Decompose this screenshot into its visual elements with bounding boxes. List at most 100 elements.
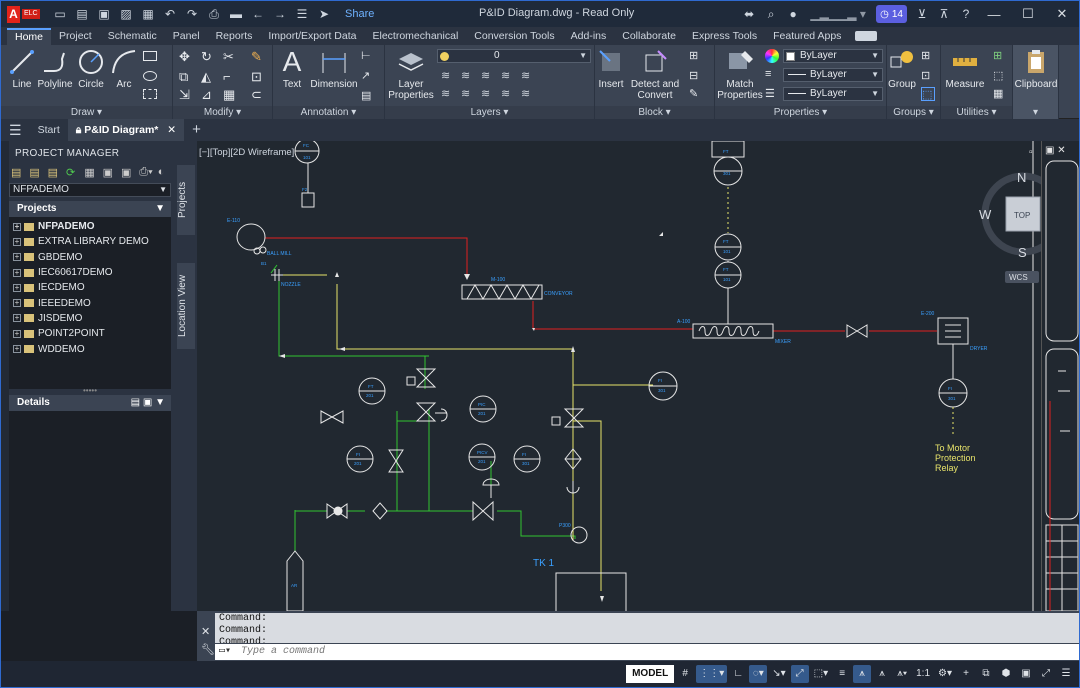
user-icon[interactable]: ● (789, 7, 797, 21)
account-dropdown-icon[interactable]: ▁▂▁▁▂ ▾ (810, 7, 866, 21)
folder-icon[interactable]: ▬ (230, 7, 242, 21)
tab-panel[interactable]: Panel (172, 30, 200, 42)
expand-icon[interactable]: + (13, 298, 21, 308)
group-select-icon[interactable]: ⬚ (921, 87, 935, 101)
layer-tool-icon[interactable]: ≋ (481, 88, 491, 100)
close-command-icon[interactable]: ✕ (201, 626, 211, 638)
array-icon[interactable]: ▦ (223, 87, 236, 102)
command-input[interactable]: ▭▾ Type a command (215, 644, 1079, 660)
hatch-icon[interactable] (143, 71, 157, 81)
model-space-button[interactable]: MODEL (626, 665, 675, 683)
move-icon[interactable]: ✥ (179, 49, 190, 64)
expand-icon[interactable]: + (13, 344, 21, 354)
table-icon[interactable]: ▤ (361, 90, 372, 102)
arc-button[interactable]: Arc (109, 47, 139, 90)
layer-tool-icon[interactable]: ≋ (441, 70, 451, 82)
label-conveyor[interactable]: CONVEYOR (544, 291, 573, 297)
tab-pid-diagram[interactable]: 🔒︎ P&ID Diagram* ✕ (67, 119, 185, 141)
share-icon[interactable]: ➤ (318, 7, 330, 21)
open-icon[interactable]: ▤ (76, 7, 88, 21)
expand-icon[interactable]: + (13, 267, 21, 277)
refresh-icon[interactable]: ⟳ (65, 167, 76, 179)
expand-icon[interactable]: + (13, 313, 21, 323)
triangle-tool-icon[interactable]: ⊼ (939, 7, 949, 21)
layer-tool-icon[interactable]: ≋ (441, 88, 451, 100)
help-icon[interactable]: ? (962, 7, 970, 21)
tab-express-tools[interactable]: Express Tools (691, 30, 758, 42)
expand-icon[interactable]: + (13, 252, 21, 262)
web-save-icon[interactable]: ▦ (142, 7, 154, 21)
close-button[interactable]: ✕ (1056, 6, 1068, 21)
linetype-dropdown[interactable]: ByLayer▼ (783, 87, 883, 101)
splitter-grip[interactable]: ••••• (82, 386, 97, 395)
quick-select-icon[interactable]: ⊞ (993, 50, 1003, 62)
lineweight-toggle-icon[interactable]: ≡ (839, 668, 846, 679)
project-tree-item[interactable]: +WDDEMO (13, 343, 85, 355)
vtab-location-view[interactable]: Location View (177, 263, 195, 349)
scale-icon[interactable]: ⊿ (201, 87, 212, 102)
customization-menu-icon[interactable]: ☰ (1061, 668, 1071, 679)
layer-tool-icon[interactable]: ≋ (481, 70, 491, 82)
select-all-icon[interactable]: ⬚ (993, 70, 1004, 82)
tag-a100[interactable]: A-100 (677, 319, 691, 325)
offset-icon[interactable]: ⊂ (251, 87, 262, 102)
svg-text:Protection[interactable]: Protection (935, 453, 976, 463)
color-dropdown[interactable]: ByLayer▼ (783, 49, 883, 63)
utilities-panel-title[interactable]: Utilities ▾ (941, 106, 1012, 119)
clipboard-panel-expand[interactable]: ▾ (1013, 106, 1058, 119)
svg-text:To Motor[interactable]: To Motor (935, 443, 970, 453)
tag-e110[interactable]: E-110 (227, 218, 240, 224)
settings-gear-icon[interactable]: ⚙▾ (938, 668, 952, 679)
lineweight-icon[interactable]: ≡ (765, 68, 772, 80)
insert-button[interactable]: Insert (595, 47, 627, 90)
layer-tool-icon[interactable]: ≋ (501, 88, 511, 100)
current-project-select[interactable]: NFPADEMO▼ (9, 183, 171, 197)
annotation-scale-icon[interactable]: ⩚▾ (897, 668, 908, 679)
groups-panel-title[interactable]: Groups ▾ (887, 106, 940, 119)
circle-button[interactable]: Circle (75, 47, 107, 90)
stretch-icon[interactable]: ⇲ (179, 87, 190, 102)
save-as-icon[interactable]: ▨ (120, 7, 132, 21)
text-button[interactable]: A Text (275, 47, 309, 91)
project-tree-item[interactable]: +IEC60617DEMO (13, 267, 113, 279)
details-tools-icon[interactable]: ▤ ▣ ▼ (130, 397, 165, 408)
plot-icon[interactable]: ⎙ (209, 7, 219, 21)
layer-dropdown[interactable]: 0 ▼ (437, 49, 591, 63)
layer-tool-icon[interactable]: ≋ (461, 88, 471, 100)
project-tree-item[interactable]: +JISDEMO (13, 312, 83, 324)
undo-icon[interactable]: ↶ (164, 7, 176, 21)
ortho-icon[interactable]: ∟ (733, 668, 744, 679)
customize-wrench-icon[interactable]: 🔧︎ (201, 644, 215, 656)
line-button[interactable]: Line (5, 47, 39, 90)
plus-icon[interactable]: + (963, 668, 969, 679)
annotation-scale-value[interactable]: 1:1 (916, 668, 931, 679)
close-tab-icon[interactable]: ✕ (167, 124, 177, 136)
tab-electromechanical[interactable]: Electromechanical (372, 30, 459, 42)
dim-linear-icon[interactable]: ⊢ (361, 50, 371, 62)
maximize-button[interactable]: ☐ (1022, 6, 1034, 21)
rectangle-icon[interactable] (143, 51, 157, 61)
label-dryer[interactable]: DRYER (970, 346, 988, 352)
rotate-icon[interactable]: ↻ (201, 49, 212, 64)
paste-button[interactable]: Clipboard (1013, 47, 1059, 90)
palette-grip[interactable] (1, 141, 9, 611)
redo-icon[interactable]: ↷ (186, 7, 198, 21)
save-icon[interactable]: ▣ (98, 7, 110, 21)
trial-badge[interactable]: ◷14 (876, 5, 907, 23)
viewcube-north[interactable]: N (1017, 170, 1026, 185)
tab-import-export-data[interactable]: Import/Export Data (268, 30, 357, 42)
modify-panel-title[interactable]: Modify ▾ (173, 106, 272, 119)
cart-icon[interactable]: ⊻ (917, 7, 927, 21)
minimize-button[interactable]: — (987, 6, 1001, 22)
tag-m100[interactable]: M-100 (491, 277, 505, 283)
object-snap-tracking-icon[interactable]: ⤢ (790, 665, 809, 683)
tab-reports[interactable]: Reports (215, 30, 253, 42)
snap-grid-icon[interactable]: ⋮⋮▾ (696, 665, 728, 683)
mirror-icon[interactable]: ◭ (201, 69, 211, 84)
grid-icon[interactable]: # (682, 668, 688, 679)
project-tree-item[interactable]: +IECDEMO (13, 282, 85, 294)
add-folder-icon[interactable]: ▣ (120, 167, 132, 179)
drawing-canvas[interactable]: [−][Top][2D Wireframe] (197, 141, 1041, 611)
layer-tool-icon[interactable]: ≋ (521, 88, 531, 100)
group-edit-icon[interactable]: ⊡ (921, 70, 931, 82)
